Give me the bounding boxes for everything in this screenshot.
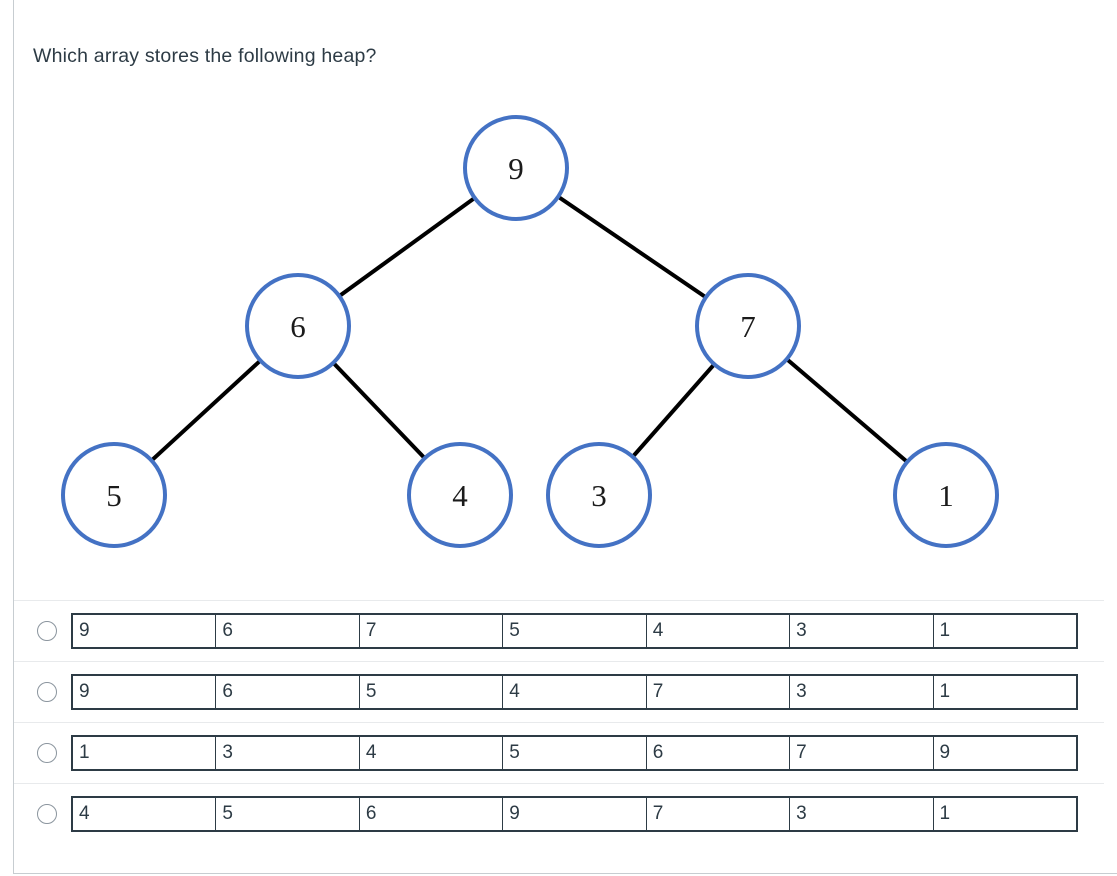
- tree-node-label: 9: [508, 151, 524, 186]
- array-cell: 3: [790, 676, 934, 708]
- array-cell: 4: [360, 737, 504, 769]
- array-cell: 7: [647, 798, 791, 830]
- array-cell: 5: [503, 615, 647, 647]
- array-cell: 1: [939, 803, 951, 824]
- tree-node-circle: [245, 273, 351, 379]
- array-cell: 9: [73, 676, 217, 708]
- tree-node-label: 7: [740, 309, 756, 344]
- array-cell: 5: [360, 676, 504, 708]
- option-radio-button[interactable]: [37, 682, 57, 702]
- array-cell: 6: [216, 676, 360, 708]
- array-cell: 6: [360, 798, 504, 830]
- question-title: Which array stores the following heap?: [33, 45, 377, 67]
- tree-node-circle: [61, 442, 167, 548]
- array-cell: 1: [73, 737, 217, 769]
- option-radio-button[interactable]: [37, 743, 57, 763]
- array-cell: 5: [216, 798, 360, 830]
- option-radio-button[interactable]: [37, 621, 57, 641]
- array-cell: 1: [939, 681, 951, 702]
- array-cell: 5: [503, 737, 647, 769]
- heap-tree-diagram: 9 6 7 5 4 3 1: [61, 115, 999, 548]
- tree-node-circle: [407, 442, 513, 548]
- tree-node-circle: [546, 442, 652, 548]
- array-cell: 7: [790, 737, 934, 769]
- array-cell: 3: [216, 737, 360, 769]
- tree-node-label: 4: [452, 478, 468, 513]
- array-cell: 4: [647, 615, 791, 647]
- array-cell: 9: [939, 742, 951, 763]
- array-cell: 3: [790, 615, 934, 647]
- tree-node-circle: [463, 115, 569, 221]
- tree-node-label: 1: [938, 478, 954, 513]
- array-cell: 7: [647, 676, 791, 708]
- array-cell: 4: [73, 798, 217, 830]
- array-cell: 9: [73, 615, 217, 647]
- tree-nodes: 9 6 7 5 4 3 1: [61, 115, 999, 548]
- array-cell: 6: [216, 615, 360, 647]
- tree-node-circle: [893, 442, 999, 548]
- array-cell: 6: [647, 737, 791, 769]
- tree-node-label: 5: [106, 478, 122, 513]
- option-radio-button[interactable]: [37, 804, 57, 824]
- array-cell: 3: [790, 798, 934, 830]
- array-cell: 4: [503, 676, 647, 708]
- tree-node-label: 6: [290, 309, 306, 344]
- tree-node-label: 3: [591, 478, 607, 513]
- array-cell: 9: [503, 798, 647, 830]
- tree-node-circle: [695, 273, 801, 379]
- array-cell: 7: [360, 615, 504, 647]
- array-cell: 1: [939, 620, 951, 641]
